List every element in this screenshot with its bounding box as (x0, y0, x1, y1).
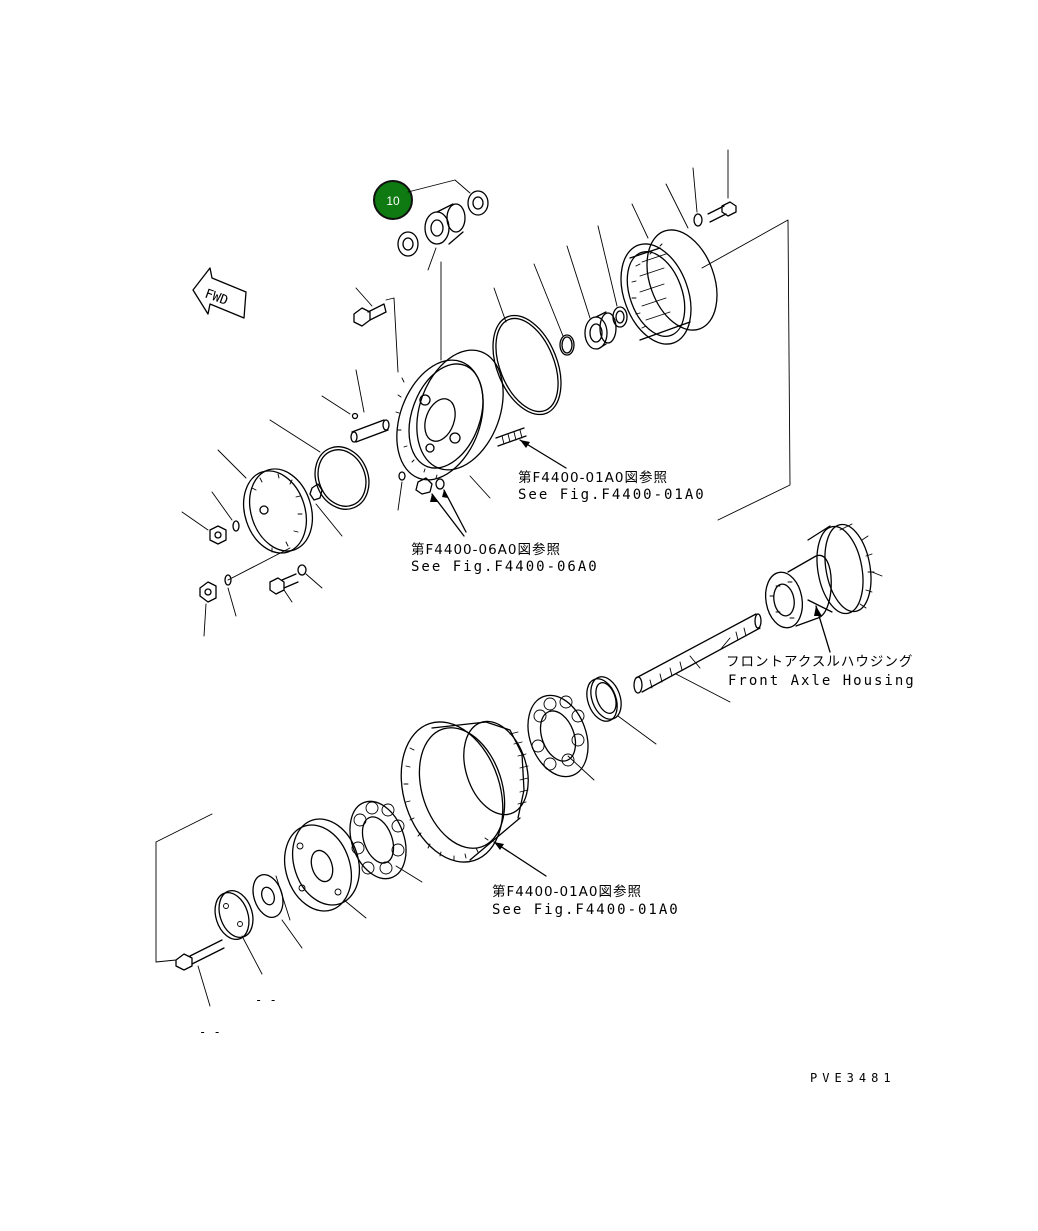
ref-2-en: See Fig.F4400-06A0 (411, 559, 599, 575)
level-plug (199, 581, 217, 603)
needle-bearing-top (467, 190, 489, 216)
stud-bolt (495, 427, 527, 447)
washer (693, 213, 703, 227)
roller-bearing (584, 311, 617, 350)
washer (435, 478, 445, 490)
group-bracket (701, 219, 791, 521)
leader (227, 587, 237, 617)
leader (493, 287, 507, 323)
housing-label-en: Front Axle Housing (728, 673, 916, 689)
oil-seal (586, 676, 622, 722)
lock-plate (252, 873, 291, 921)
drain-plug (209, 525, 227, 545)
leader (839, 523, 853, 531)
front-axle-housing (764, 523, 875, 629)
blank-mark: - - (199, 1025, 221, 1039)
nut (309, 483, 323, 501)
long-bolt (175, 939, 225, 971)
leader (355, 287, 373, 307)
hex-bolt-top (707, 201, 737, 223)
taper-roller-bearing-lower (349, 800, 407, 880)
leader (269, 419, 321, 453)
leader (397, 481, 403, 511)
leader (871, 571, 883, 577)
ring-gear (620, 229, 718, 345)
leader (617, 715, 657, 745)
axle-shaft (633, 613, 762, 694)
leader (281, 919, 303, 949)
thrust-plate (214, 889, 254, 941)
leader (631, 203, 649, 239)
leader (227, 547, 291, 581)
leader (283, 589, 293, 603)
sun-gear-carrier (284, 818, 360, 912)
washer (297, 564, 307, 576)
wheel-hub (400, 720, 529, 863)
housing-label-jp: フロントアクスルハウジング (726, 654, 913, 670)
cover-plate (243, 468, 313, 554)
leader (395, 865, 423, 883)
leader (566, 245, 591, 319)
fwd-label: FWD (203, 287, 230, 309)
leader (533, 263, 564, 337)
drawing-code: PVE3481 (810, 1071, 896, 1085)
blank-mark: - - (255, 993, 277, 1007)
o-ring-large (492, 314, 562, 416)
leader (211, 491, 233, 521)
hex-bolt (353, 303, 387, 327)
leader (241, 935, 263, 975)
leader (665, 183, 689, 229)
ref-1-jp: 第F4400-01A0図参照 (518, 469, 668, 486)
leader (315, 503, 343, 537)
needle-bearing-small (397, 231, 419, 257)
washer (224, 574, 232, 586)
leader (692, 167, 698, 213)
planet-carrier (395, 349, 504, 481)
ref-1-en: See Fig.F4400-01A0 (518, 487, 706, 503)
washer (232, 520, 240, 532)
leader (597, 225, 618, 307)
leader (197, 965, 211, 1007)
thrust-washer (612, 306, 628, 328)
fwd-arrow: FWD (192, 267, 247, 319)
leader (469, 475, 491, 499)
dowel-pin (350, 419, 390, 443)
group-bracket (155, 813, 213, 963)
ref-arrow (431, 489, 467, 537)
ref-2-jp: 第F4400-06A0図参照 (411, 541, 561, 558)
taper-roller-bearing (527, 694, 589, 778)
leader (675, 673, 731, 703)
ref-arrow (493, 841, 547, 877)
leader (567, 755, 595, 781)
hex-bolt-lower (269, 573, 299, 595)
snap-ring (559, 334, 575, 356)
leader (385, 297, 399, 373)
leader (203, 603, 207, 637)
callout-number: 10 (386, 194, 400, 208)
ball (351, 412, 359, 420)
nut (415, 477, 433, 495)
ball (398, 471, 406, 481)
ref-3-jp: 第F4400-01A0図参照 (492, 883, 642, 900)
leader (305, 573, 323, 589)
leader (181, 511, 209, 531)
leader (427, 247, 437, 271)
leader (343, 899, 367, 919)
callout-badge[interactable]: 10 (373, 180, 413, 220)
ref-3-en: See Fig.F4400-01A0 (492, 902, 680, 918)
callout-leader (407, 179, 471, 194)
leader (355, 369, 365, 413)
leader (321, 395, 351, 415)
leader (217, 449, 247, 479)
planet-gear-shaft (424, 203, 466, 245)
o-ring (314, 446, 370, 510)
